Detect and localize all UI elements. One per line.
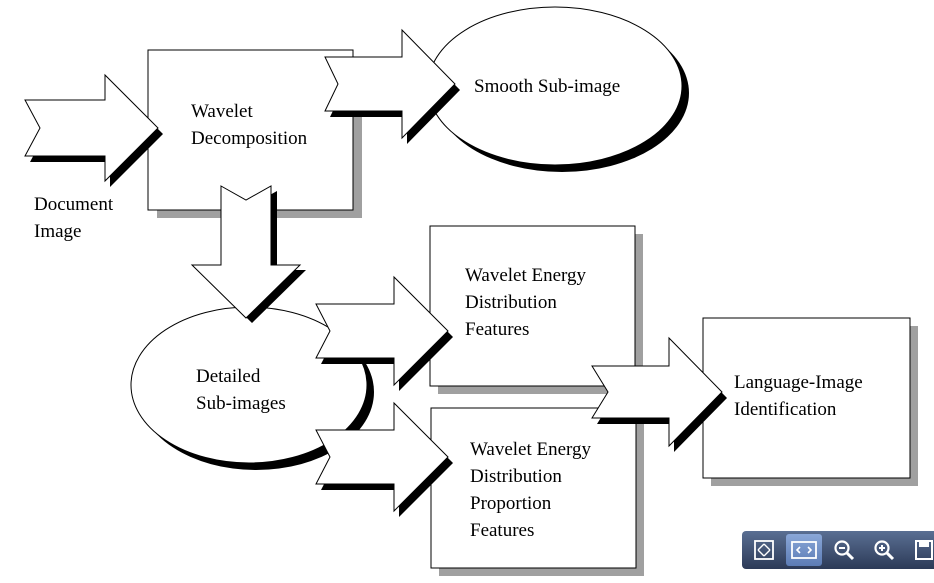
fit-width-icon [791, 541, 817, 559]
detailed-subimages-label: Detailed Sub-images [196, 366, 286, 414]
save-icon [915, 540, 933, 560]
detailed-subimages-ellipse [130, 306, 374, 470]
smooth-subimage-label: Smooth Sub-image [474, 76, 620, 97]
language-identification-label: Language-Image Identification [734, 372, 867, 420]
arrow-down-to-detailed [190, 185, 306, 323]
fit-page-button[interactable] [746, 534, 782, 566]
viewer-toolbar [742, 531, 934, 569]
input-arrow [24, 73, 163, 187]
zoom-out-icon [834, 540, 855, 561]
arrow-to-smooth [324, 28, 460, 144]
wavelet-decomposition-label: Wavelet Decomposition [191, 101, 308, 149]
fit-page-icon [754, 540, 774, 560]
arrow-to-energy-features [315, 275, 453, 391]
arrow-to-proportion-features [315, 401, 453, 517]
energy-proportion-features-box [430, 407, 644, 576]
language-identification-box [702, 317, 918, 486]
input-label: Document Image [34, 194, 118, 242]
energy-features-label: Wavelet Energy Distribution Features [465, 265, 591, 340]
save-button[interactable] [906, 534, 934, 566]
zoom-out-button[interactable] [826, 534, 862, 566]
energy-proportion-features-label: Wavelet Energy Distribution Proportion F… [470, 439, 596, 541]
wavelet-decomposition-box [147, 49, 362, 218]
smooth-subimage-ellipse [427, 6, 689, 172]
fit-width-button[interactable] [786, 534, 822, 566]
arrow-to-identification [591, 336, 727, 452]
zoom-in-button[interactable] [866, 534, 902, 566]
zoom-in-icon [874, 540, 895, 561]
